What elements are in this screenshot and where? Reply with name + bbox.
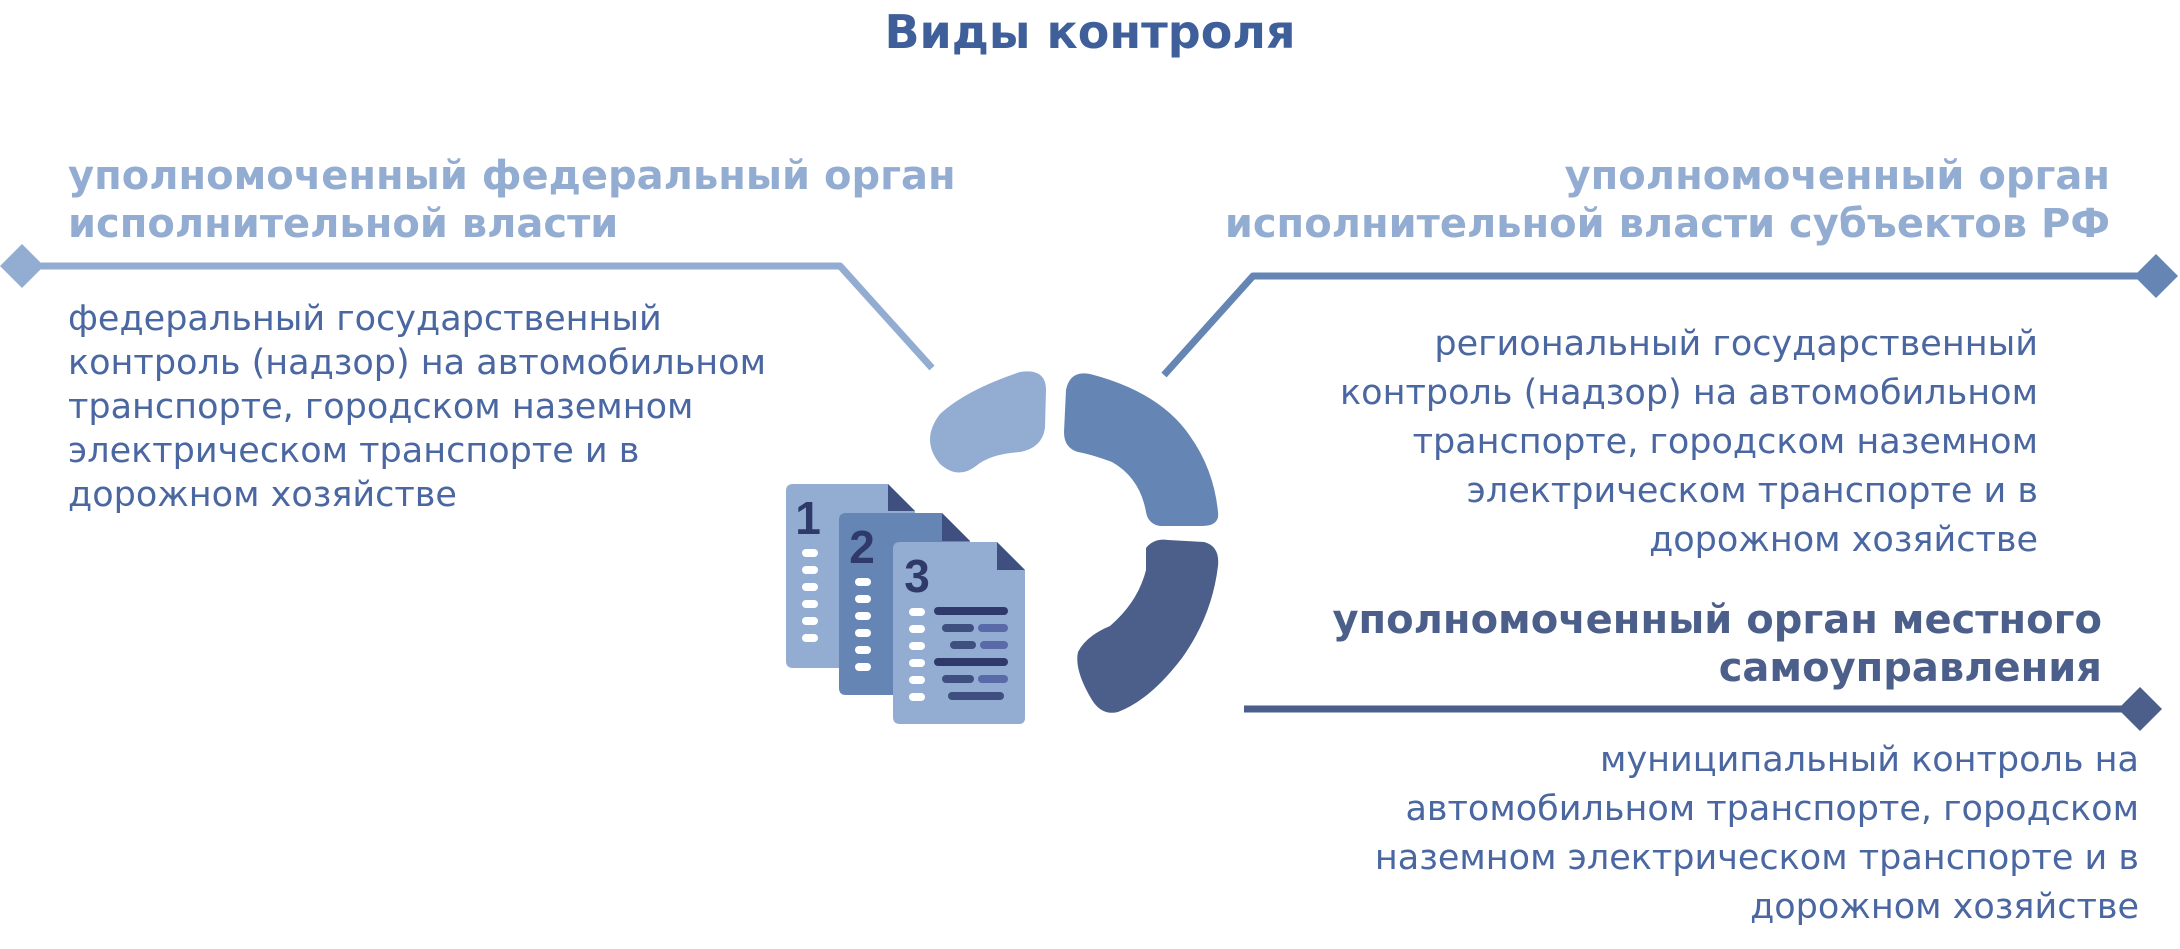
document-number-3: 3 [904,550,930,602]
ring-segment-dark [1077,539,1219,713]
regional-heading: уполномоченный орган исполнительной влас… [1224,153,2110,247]
ring-segment-light [930,371,1046,473]
regional-diamond-marker [2134,254,2178,298]
federal-connector [22,262,935,371]
federal-diamond-marker [0,244,44,288]
federal-description: федеральный государственный контроль (на… [68,299,766,515]
municipal-heading: уполномоченный орган местного самоуправл… [1332,597,2102,691]
federal-heading: уполномоченный федеральный орган исполни… [68,153,956,247]
documents-icon: 1 2 3 [786,484,1025,724]
ring-segments-icon [930,371,1219,713]
document-number-1: 1 [795,492,821,544]
document-number-2: 2 [849,521,875,573]
municipal-diamond-marker [2118,687,2162,731]
ring-segment-medium [1064,373,1219,526]
regional-description: региональный государственный контроль (н… [1340,324,2038,560]
document-3 [893,542,1025,724]
diagram-title: Виды контроля [884,5,1296,59]
regional-connector [1161,272,2156,378]
municipal-description: муниципальный контроль на автомобильном … [1374,740,2139,927]
